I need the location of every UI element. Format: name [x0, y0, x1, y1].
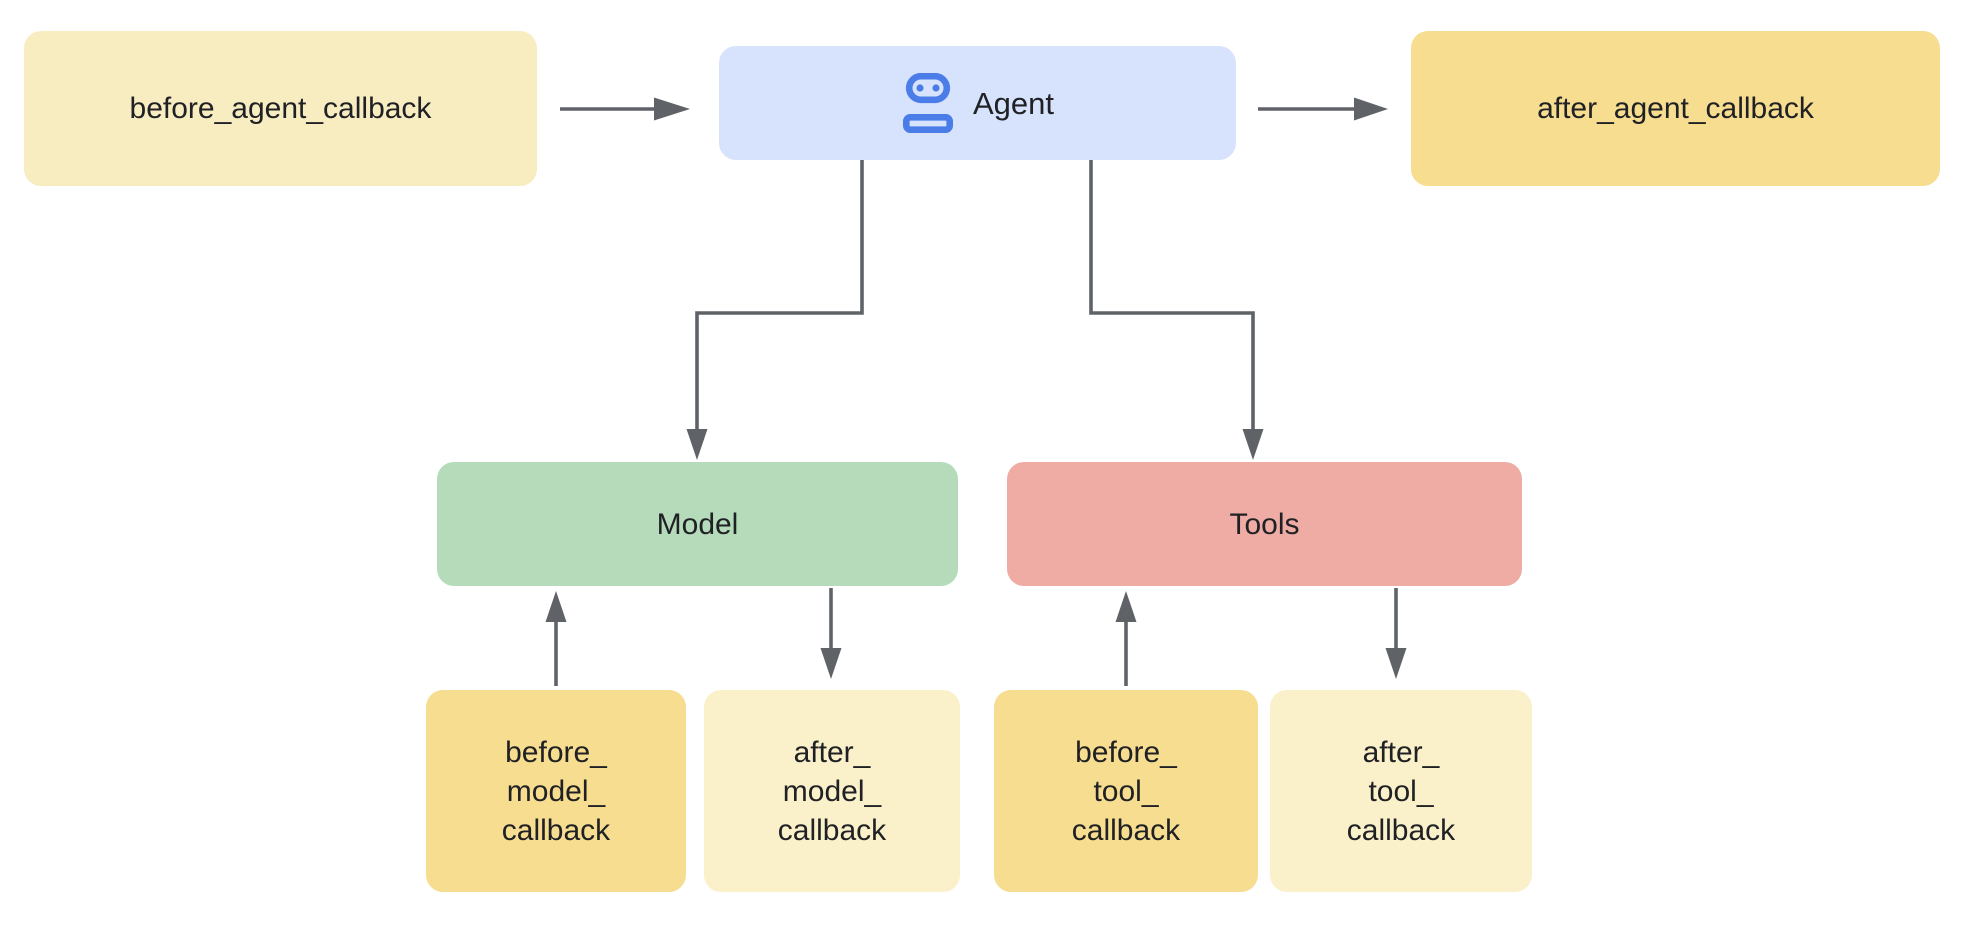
arrow-agent-to-model	[686, 160, 864, 460]
arrowhead-down-icon	[686, 429, 708, 460]
robot-eye-right	[932, 84, 940, 92]
agent-content: Agent	[901, 73, 1054, 133]
arrowhead-down-icon	[1385, 648, 1407, 679]
node-model: Model	[437, 462, 958, 586]
arrowhead-right-icon	[654, 97, 690, 121]
node-before-model-callback: before_ model_ callback	[426, 690, 686, 892]
edge-group	[545, 97, 1407, 686]
arrowhead-right-icon	[1354, 97, 1388, 121]
arrow-before-tool-to-tools	[1115, 591, 1137, 686]
node-label: after_agent_callback	[1537, 92, 1814, 125]
node-label: before_ model_ callback	[501, 735, 611, 847]
arrow-model-to-after-model	[820, 588, 842, 679]
node-agent: Agent	[719, 46, 1236, 160]
robot-icon	[902, 73, 953, 133]
arrow-agent-to-after-agent	[1258, 97, 1388, 121]
arrowhead-up-icon	[1115, 591, 1137, 622]
arrowhead-down-icon	[820, 648, 842, 679]
node-label: Model	[656, 507, 739, 541]
node-label: after_ model_ callback	[777, 735, 887, 847]
node-tools: Tools	[1007, 462, 1522, 586]
node-before-tool-callback: before_ tool_ callback	[994, 690, 1258, 892]
arrow-before-agent-to-agent	[560, 97, 690, 121]
node-label: Tools	[1229, 507, 1300, 541]
arrowhead-down-icon	[1242, 429, 1264, 460]
node-before-agent-callback: before_agent_callback	[24, 31, 537, 186]
node-label: before_agent_callback	[129, 92, 432, 125]
arrow-tools-to-after-tool	[1385, 588, 1407, 679]
arrow-before-model-to-model	[545, 591, 567, 686]
robot-eye-left	[916, 84, 924, 92]
arrowhead-up-icon	[545, 591, 567, 622]
arrow-agent-to-tools	[1089, 160, 1264, 460]
node-label: after_ tool_ callback	[1346, 735, 1456, 847]
node-label: Agent	[972, 85, 1054, 121]
node-after-agent-callback: after_agent_callback	[1411, 31, 1940, 186]
node-after-tool-callback: after_ tool_ callback	[1270, 690, 1532, 892]
node-label: before_ tool_ callback	[1071, 735, 1181, 847]
node-after-model-callback: after_ model_ callback	[704, 690, 960, 892]
